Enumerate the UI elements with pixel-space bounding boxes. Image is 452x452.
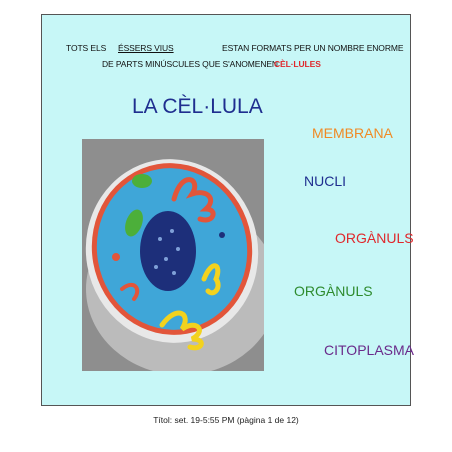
intro-text-2: ESTAN FORMATS PER UN NOMBRE ENORME [222,43,404,53]
slide-title: LA CÈL·LULA [132,95,263,118]
label-membrane: MEMBRANA [312,125,393,141]
label-cytoplasm: CITOPLASMA [324,342,414,358]
label-organelles-red: ORGÀNULS [335,230,414,246]
page-caption: Títol: set. 19-5:55 PM (pàgina 1 de 12) [153,415,299,425]
intro-text-cells: CÈL·LULES [274,59,321,69]
intro-text-1: TOTS ELS [66,43,107,53]
label-organelles-green: ORGÀNULS [294,283,373,299]
cell-model-photo [82,139,264,371]
intro-text-3: DE PARTS MINÚSCULES QUE S'ANOMENEN [102,59,278,69]
cell-model-illustration [82,139,264,371]
label-nucleus: NUCLI [304,173,347,189]
slide: TOTS ELS ÉSSERS VIUS ESTAN FORMATS PER U… [41,14,414,406]
intro-text-living-beings: ÉSSERS VIUS [118,43,174,53]
